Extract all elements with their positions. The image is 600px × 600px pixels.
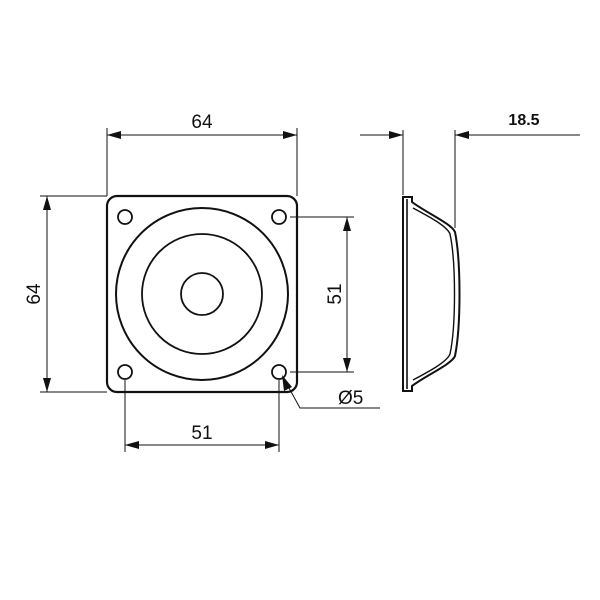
dimension-label-hole-diameter: Ø5 bbox=[338, 388, 363, 409]
dimension-label-side-depth: 18.5 bbox=[508, 112, 539, 129]
mounting-hole-top-left bbox=[117, 209, 133, 225]
mounting-hole-top-right bbox=[271, 209, 287, 225]
dimension-label-hole-spacing-vertical: 51 bbox=[325, 283, 346, 304]
center-boss bbox=[180, 272, 224, 316]
dimension-hole-diameter: Ø5 bbox=[282, 375, 380, 409]
dimension-label-hole-spacing-horizontal: 51 bbox=[191, 423, 212, 444]
dimension-hole-spacing-horizontal: 51 bbox=[124, 380, 280, 452]
dimension-side-depth: 18.5 bbox=[360, 112, 580, 228]
side-profile bbox=[402, 196, 461, 392]
mounting-hole-bottom-right bbox=[271, 364, 287, 380]
dimension-front-width: 64 bbox=[106, 112, 298, 196]
mounting-hole-bottom-left bbox=[117, 364, 133, 380]
dimension-hole-spacing-vertical: 51 bbox=[290, 216, 354, 373]
front-view bbox=[105, 194, 299, 394]
inner-dome bbox=[141, 233, 263, 355]
dimension-front-height: 64 bbox=[24, 195, 107, 393]
dimension-label-front-width: 64 bbox=[191, 112, 213, 133]
outer-ring bbox=[115, 207, 289, 381]
dimension-label-front-height: 64 bbox=[24, 283, 45, 305]
mounting-plate bbox=[105, 194, 299, 394]
side-view bbox=[402, 196, 461, 392]
